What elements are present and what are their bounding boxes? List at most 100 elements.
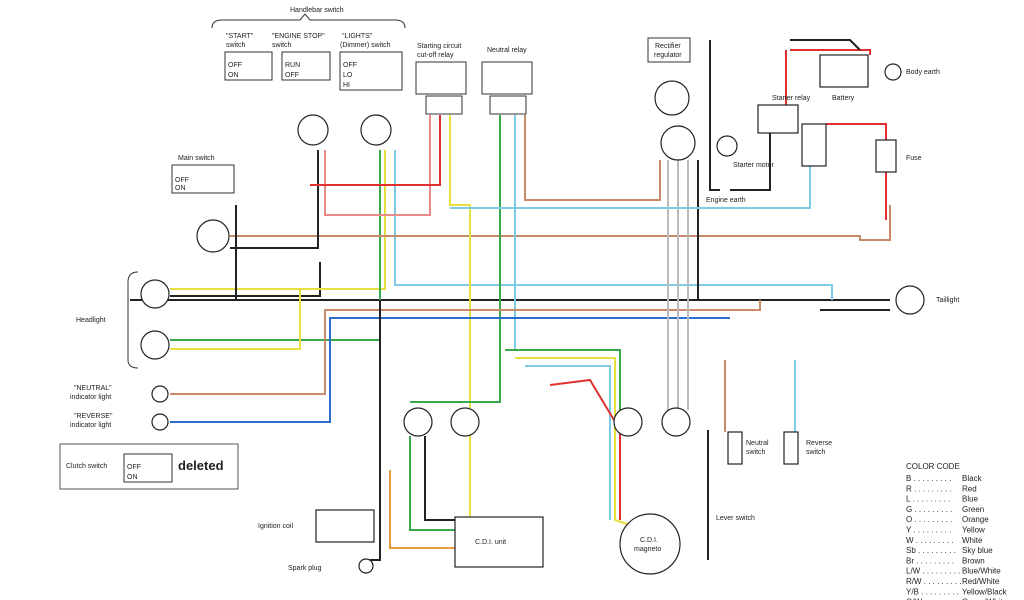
wire-black — [170, 262, 321, 297]
engine-earth-label: Engine earth — [706, 197, 746, 204]
neutral-switch — [727, 431, 743, 465]
taillight-label: Taillight — [936, 297, 959, 304]
wire-red — [790, 49, 871, 55]
starter-motor — [716, 135, 738, 157]
color-code-entry: G/W . . . . . . . . . — [906, 598, 962, 600]
starter-motor-label: Starter motor — [733, 162, 775, 169]
reverse-light-label: "REVERSE" — [74, 413, 113, 420]
battery — [819, 54, 869, 88]
wire-black — [790, 39, 861, 51]
lights-switch-label-2: (Dimmer) switch — [340, 42, 391, 49]
handlebar-switch-label: Handlebar switch — [290, 7, 344, 14]
headlight-bulb-1 — [140, 279, 170, 309]
color-code-name: Red/White — [962, 577, 1000, 586]
body-earth-icon — [884, 63, 902, 81]
wire-skyblue — [394, 150, 833, 300]
cdi-magneto-label-2: magneto — [634, 546, 661, 553]
color-code-entry: W . . . . . . . . . — [906, 536, 954, 545]
start-switch-label: "START" — [226, 33, 254, 40]
color-code-name: Blue/White — [962, 567, 1001, 576]
off-label: OFF — [285, 72, 299, 79]
battery-label: Battery — [832, 95, 855, 102]
run-label: RUN — [285, 62, 300, 69]
reverse-switch-label: Reverse — [806, 440, 832, 447]
spark-plug-icon — [358, 558, 374, 574]
color-code-entry: L . . . . . . . . . — [906, 495, 950, 504]
wire-brown — [524, 115, 661, 201]
wire-red — [310, 115, 441, 186]
neutral-switch-label-2: switch — [746, 449, 766, 456]
neutral-relay-label: Neutral relay — [487, 47, 527, 54]
wire-yellow — [515, 357, 631, 526]
deleted-note: deleted — [178, 458, 224, 473]
lever-switch-label: Lever switch — [716, 515, 755, 522]
color-code-name: Red — [962, 484, 977, 493]
wire-black — [709, 40, 720, 191]
cdi-magneto — [619, 513, 681, 575]
main-switch-connector — [196, 219, 230, 253]
wire-yellow — [449, 115, 471, 520]
wire-skyblue — [525, 365, 611, 520]
color-code-entry: Y . . . . . . . . . — [906, 526, 951, 535]
reverse-indicator-bulb — [151, 413, 169, 431]
color-code-entry: Y/B . . . . . . . . . — [906, 587, 959, 596]
color-code-title: COLOR CODE — [906, 462, 960, 471]
fuse — [875, 139, 897, 173]
wire-orange — [389, 470, 455, 549]
wire-black — [370, 300, 381, 561]
rectifier-regulator — [647, 37, 691, 63]
wire-yellow — [170, 289, 301, 350]
color-code-entry: B . . . . . . . . . — [906, 474, 951, 483]
color-code-name: Sky blue — [962, 546, 993, 555]
fuse-label: Fuse — [906, 155, 922, 162]
handlebar-brace — [211, 13, 406, 29]
wire-blue — [170, 317, 730, 423]
rectifier-connector-2 — [660, 125, 696, 161]
hi-label: HI — [343, 82, 350, 89]
main-switch — [171, 164, 235, 194]
cutoff-relay-connector — [425, 95, 463, 115]
color-code-name: Black — [962, 474, 983, 483]
handlebar-connector-1 — [297, 114, 329, 146]
wire-green — [505, 349, 621, 410]
on-label: ON — [228, 72, 239, 79]
ignition-coil — [315, 509, 375, 543]
neutral-light-label: "NEUTRAL" — [74, 385, 112, 392]
rectifier-label-2: regulator — [654, 52, 682, 59]
off-label: OFF — [343, 62, 357, 69]
body-earth-label: Body earth — [906, 69, 940, 76]
starter-relay-label: Starter relay — [772, 95, 811, 102]
neutral-relay — [481, 61, 533, 95]
wire-green — [409, 436, 455, 531]
color-code-name: White — [962, 536, 983, 545]
reverse-light-label-2: indicator light — [70, 422, 111, 429]
engine-stop-label: "ENGINE STOP" — [272, 33, 325, 40]
neutral-relay-connector — [489, 95, 527, 115]
off-label: OFF — [228, 62, 242, 69]
color-code-name: Yellow/Black — [962, 587, 1008, 596]
wire-brown — [170, 300, 761, 395]
clutch-switch — [123, 453, 173, 483]
reverse-switch-label-2: switch — [806, 449, 826, 456]
wire-skyblue — [450, 166, 811, 209]
headlight-bulb-2 — [140, 330, 170, 360]
cdi-unit-label: C.D.I. unit — [475, 539, 506, 546]
connector-c — [613, 407, 643, 437]
cutoff-relay — [415, 61, 467, 95]
color-code-entry: Sb . . . . . . . . . — [906, 546, 956, 555]
engine-stop-label-2: switch — [272, 42, 292, 49]
starter-relay-connector — [801, 123, 827, 167]
color-code-name: Green — [962, 505, 984, 514]
color-code-entry: O . . . . . . . . . — [906, 515, 952, 524]
clutch-switch-label: Clutch switch — [66, 463, 107, 470]
wire-black — [730, 130, 771, 191]
color-code-entry: R/W . . . . . . . . . — [906, 577, 962, 586]
connector-a — [403, 407, 433, 437]
off-label: OFF — [127, 464, 141, 471]
wire-black — [424, 436, 455, 521]
color-code-entry: L/W . . . . . . . . . — [906, 567, 960, 576]
color-code-name: Yellow — [962, 526, 985, 535]
connector-b — [450, 407, 480, 437]
wire-redwhite — [324, 115, 431, 216]
